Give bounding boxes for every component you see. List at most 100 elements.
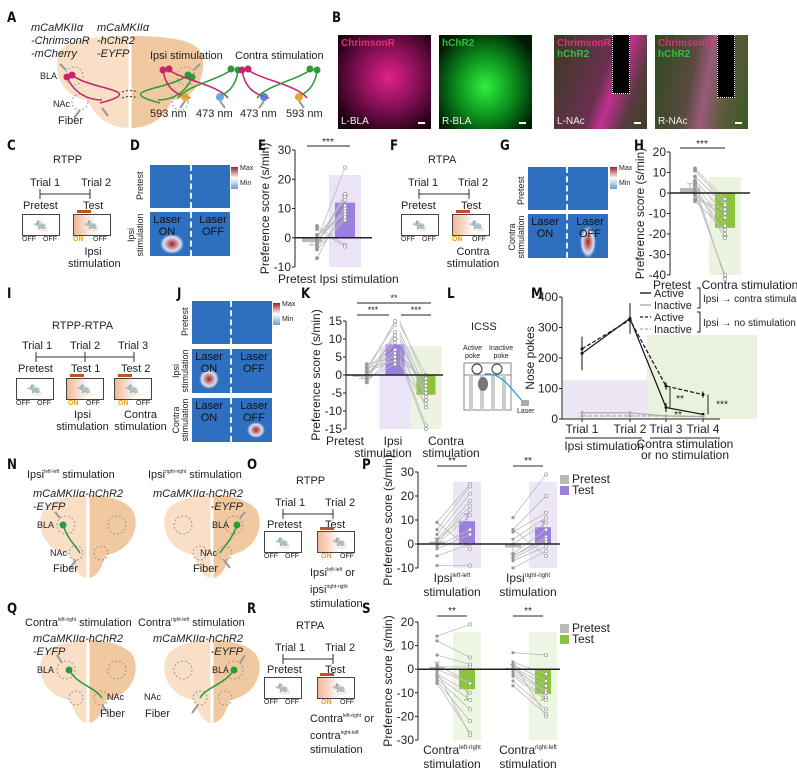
significance-label: ** [448, 456, 456, 467]
data-point [315, 238, 319, 243]
y-tick-label: -20 [649, 227, 667, 241]
paired-line [512, 673, 547, 698]
trial-label: Trial 2 [325, 497, 356, 509]
paired-line [512, 474, 547, 518]
paired-line [694, 176, 726, 206]
data-point [511, 559, 515, 563]
bar [352, 375, 372, 377]
paired-line [436, 640, 471, 658]
paired-line [694, 168, 726, 200]
panel-label-h: H [634, 138, 644, 154]
y-tick-label: 0 [284, 231, 291, 245]
data-point [511, 669, 515, 674]
paired-line [436, 493, 471, 535]
construct-left: mCaMKIIα-hChR2-EYFP [33, 633, 123, 659]
panel-label-l: L [447, 286, 455, 302]
data-point [511, 528, 515, 532]
paired-line [399, 324, 427, 376]
data-point [435, 669, 439, 674]
stim-sup: left-left [327, 567, 343, 573]
n-left-title: Ipsileft-left stimulation [27, 469, 115, 481]
timeline [39, 189, 91, 199]
data-point [393, 351, 397, 356]
data-point [435, 639, 439, 643]
data-point [435, 681, 439, 685]
paired-line [366, 360, 396, 369]
data-point [435, 520, 439, 524]
data-point [468, 491, 472, 496]
paired-line [316, 208, 346, 241]
y-tick-label: 30 [278, 143, 292, 157]
panel-label-p: P [362, 457, 371, 473]
micrograph-l-nac: ChrimsonR hChR2 L-NAc [554, 35, 647, 129]
construct-line: mCaMKIIα [31, 22, 84, 34]
y-tick-label: 0 [407, 662, 414, 676]
paired-line [694, 200, 726, 231]
label-line: Laser [531, 216, 559, 228]
data-point [723, 277, 727, 282]
y-tick-label: 5 [335, 350, 342, 364]
on-label: ON [452, 236, 463, 243]
label-line: Laser [199, 214, 227, 226]
x-tick-label: Trial 2 [614, 422, 647, 436]
laser-label: Laser [517, 408, 535, 415]
phase-label: Pretest [23, 200, 58, 212]
data-point [468, 707, 472, 712]
phase-label: Test 1 [71, 363, 101, 375]
paired-line [436, 500, 471, 540]
data-point [693, 182, 697, 187]
phase-label: Pretest [18, 363, 53, 375]
x-tick-label: Trial 4 [687, 422, 720, 436]
data-point [511, 554, 515, 558]
construct-line: mCaMKIIα-hChR2 [33, 488, 124, 500]
data-point [468, 622, 472, 627]
data-point [544, 671, 548, 676]
trial-label: Trial 1 [275, 497, 306, 509]
significance-label: *** [368, 305, 379, 315]
data-point [511, 530, 515, 534]
paired-line [366, 338, 396, 372]
data-point [628, 411, 632, 415]
legend-bracket [697, 287, 701, 309]
data-point [511, 660, 515, 664]
data-point [723, 207, 727, 212]
stim-text: ipsi [310, 584, 327, 596]
region-label: R-NAc [658, 116, 688, 127]
row-label: Pretest [135, 171, 145, 200]
x-group-sublabel: stimulation [499, 757, 556, 771]
data-point [435, 564, 439, 568]
phase-label: Test [83, 200, 104, 212]
annotation: ** [676, 394, 684, 405]
data-point [723, 236, 727, 241]
x-tick-label: Trial 3 [650, 422, 683, 436]
data-point [511, 651, 515, 655]
mouse-icon: 🐀 [275, 535, 290, 549]
y-tick-label: 20 [653, 145, 667, 159]
paired-line [436, 668, 471, 684]
construct-line: -EYFP [210, 501, 243, 513]
arena-pretest: 🐀 [264, 531, 302, 553]
paired-line [512, 685, 547, 715]
channel-label: ChrimsonR [658, 38, 712, 49]
laser-indicator [77, 210, 91, 213]
paired-line [512, 664, 547, 682]
y-tick-label: 20 [401, 615, 415, 629]
y-tick-label: 200 [538, 351, 558, 365]
data-point [511, 665, 515, 669]
paired-line [512, 666, 547, 694]
paired-line [436, 514, 471, 545]
arena-test1: 🐀 [66, 378, 104, 400]
arena-pretest: 🐀 [16, 378, 54, 400]
stim-text: stimulation [310, 744, 363, 756]
legend-label: Inactive [654, 300, 692, 312]
data-point [435, 679, 439, 683]
mouse-icon: 🐀 [469, 218, 484, 232]
x-group-label: Contraleft-right [423, 743, 481, 757]
off-label: OFF [264, 699, 278, 706]
paired-line [366, 331, 396, 383]
construct-left: mCaMKIIα -ChrimsonR -mCherry [31, 22, 90, 61]
colorbar-max: Max [240, 165, 254, 172]
paired-line [694, 184, 726, 280]
data-point [544, 515, 548, 520]
